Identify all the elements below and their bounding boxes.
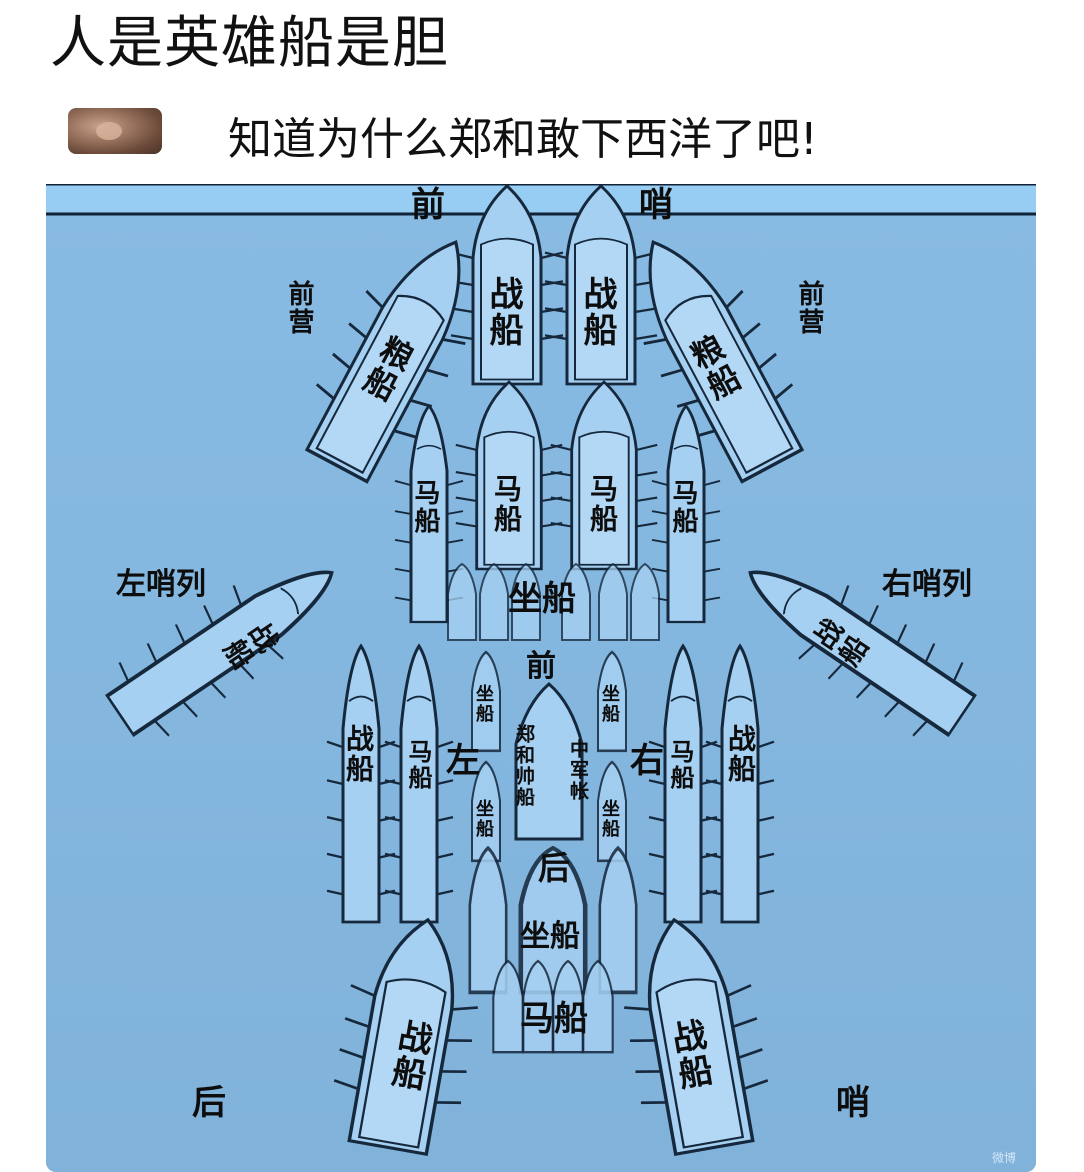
header-sentry-label: 哨 bbox=[639, 185, 673, 225]
war-ship-top-left-label: 战船 bbox=[483, 276, 523, 348]
seat-ship-front-label: 坐船 bbox=[508, 579, 576, 619]
horse-ship-2-label: 马船 bbox=[490, 474, 523, 534]
center-right-label: 右 bbox=[630, 741, 664, 781]
war-ship-top-right-label: 战船 bbox=[577, 276, 617, 348]
front-camp-right-label: 前营 bbox=[794, 280, 824, 336]
horse-ship-rear-label: 马船 bbox=[520, 999, 588, 1039]
small-seat-ship-2-label: 坐船 bbox=[599, 684, 620, 724]
small-seat-ship-1-label: 坐船 bbox=[473, 684, 494, 724]
ships-drawing bbox=[46, 184, 1036, 1172]
rear-right-label: 哨 bbox=[836, 1083, 870, 1123]
front-camp-left-label: 前营 bbox=[284, 280, 314, 336]
small-seat-ship-3-label: 坐船 bbox=[473, 799, 494, 839]
center-front-label: 前 bbox=[526, 649, 556, 684]
war-ship-mid-left-label: 战船 bbox=[342, 724, 375, 784]
seat-ship-rear-label: 坐船 bbox=[520, 919, 580, 954]
header-front-label: 前 bbox=[411, 185, 445, 225]
horse-ship-mid-left-label: 马船 bbox=[404, 739, 433, 791]
horse-ship-mid-right-label: 马船 bbox=[666, 739, 695, 791]
fleet-formation-diagram: 前 哨 前营 前营 左哨列 右哨列 战船 战船 粮船 粮船 马船 马船 马船 马… bbox=[46, 184, 1036, 1172]
comment-text: 知道为什么郑和敢下西洋了吧! bbox=[228, 114, 818, 165]
central-command-tent-label: 中军帐 bbox=[567, 739, 589, 802]
right-sentry-row-label: 右哨列 bbox=[882, 567, 972, 602]
post-title: 人是英雄船是胆 bbox=[50, 11, 449, 76]
war-ship-mid-right-label: 战船 bbox=[724, 724, 757, 784]
flagship-zhenghe-label: 郑和帅船 bbox=[513, 724, 535, 808]
left-sentry-row-label: 左哨列 bbox=[116, 567, 206, 602]
horse-ship-1-label: 马船 bbox=[410, 479, 440, 535]
watermark: 微博 bbox=[991, 1151, 1016, 1165]
rear-left-label: 后 bbox=[192, 1083, 226, 1123]
small-seat-ship-4-label: 坐船 bbox=[599, 799, 620, 839]
pig-avatar-icon[interactable] bbox=[68, 108, 162, 154]
center-left-label: 左 bbox=[446, 741, 480, 781]
horse-ship-3-label: 马船 bbox=[586, 474, 619, 534]
center-rear-label: 后 bbox=[538, 849, 571, 887]
horse-ship-4-label: 马船 bbox=[668, 479, 698, 535]
